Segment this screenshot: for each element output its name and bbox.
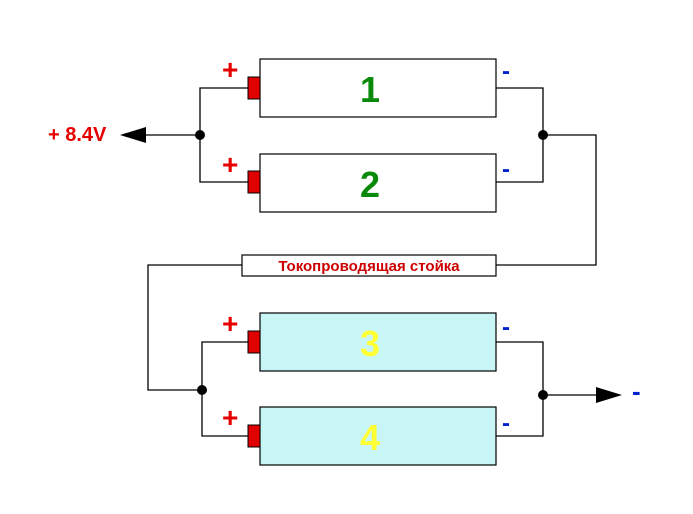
positive-terminal: [247, 330, 261, 354]
cell-number-label: 4: [360, 417, 380, 458]
minus-sign: -: [502, 58, 510, 85]
positive-terminal: [247, 76, 261, 100]
junction-node-left-lower: [197, 385, 207, 395]
cell-number-label: 3: [360, 323, 380, 364]
plus-sign: +: [222, 54, 238, 85]
cell-number-label: 2: [360, 164, 380, 205]
cell-number-label: 1: [360, 69, 380, 110]
positive-output-label: + 8.4V: [48, 124, 107, 146]
minus-sign: -: [502, 314, 510, 341]
positive-terminal: [247, 424, 261, 448]
positive-output-arrow-icon: [120, 127, 146, 143]
conductive-post-label: Токопроводящая стойка: [278, 258, 460, 275]
battery-cell-4: + - 4: [222, 402, 510, 466]
junction-node-right-lower: [538, 390, 548, 400]
battery-cell-3: + - 3: [222, 308, 510, 372]
plus-sign: +: [222, 402, 238, 433]
minus-sign: -: [502, 410, 510, 437]
negative-output-arrow-icon: [596, 387, 622, 403]
plus-sign: +: [222, 149, 238, 180]
junction-node-left-upper: [195, 130, 205, 140]
positive-terminal: [247, 170, 261, 194]
conductive-post-connector: Токопроводящая стойка: [241, 254, 497, 277]
junction-node-right-upper: [538, 130, 548, 140]
minus-sign: -: [502, 156, 510, 183]
battery-cell-2: + - 2: [222, 149, 510, 213]
plus-sign: +: [222, 308, 238, 339]
battery-cell-1: + - 1: [222, 54, 510, 118]
negative-output-label: -: [632, 376, 641, 406]
